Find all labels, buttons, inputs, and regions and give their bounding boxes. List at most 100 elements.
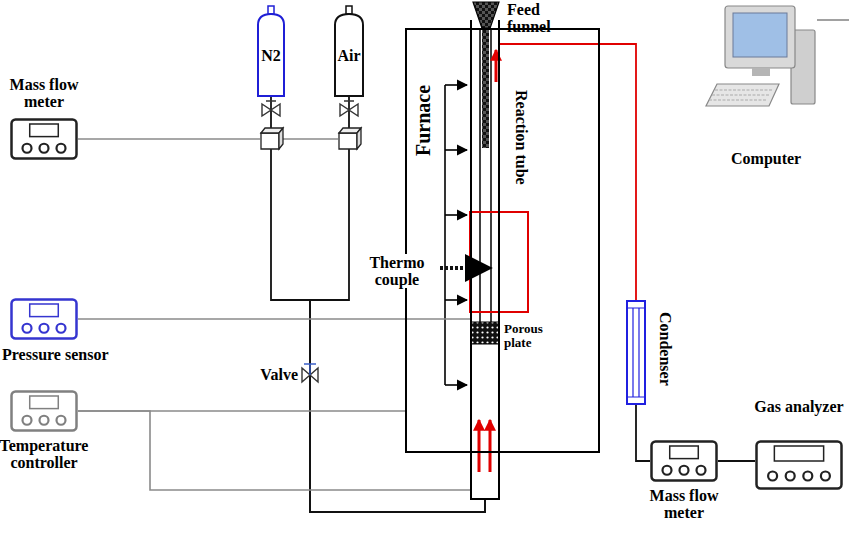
main-valve bbox=[302, 364, 318, 382]
flow-arrows bbox=[495, 50, 498, 82]
heating-arrows bbox=[445, 84, 467, 86]
instrument-box-outline bbox=[786, 472, 795, 481]
pipe-connector bbox=[78, 411, 470, 490]
instrument-box-outline bbox=[774, 446, 823, 461]
node-label: Computer bbox=[731, 150, 801, 167]
flow-arrows bbox=[479, 50, 496, 472]
signal-wire bbox=[817, 19, 849, 21]
instrument-box: Gas analyzer bbox=[755, 440, 843, 490]
computer-icon-outline bbox=[706, 84, 779, 106]
reaction-tube-outline bbox=[471, 20, 499, 499]
instrument-box-outline bbox=[23, 324, 32, 333]
gas-cylinder-outline bbox=[346, 6, 352, 14]
heating-arrows bbox=[445, 299, 467, 301]
node-label: Furnace bbox=[412, 85, 434, 156]
computer-icon: Computer bbox=[705, 2, 817, 124]
instrument-box-outline bbox=[650, 440, 718, 482]
gas-cylinder-outline bbox=[268, 6, 274, 14]
node-label: Temperature controller bbox=[0, 437, 99, 471]
flow-controller-block bbox=[261, 133, 279, 149]
computer-icon-outline bbox=[712, 95, 770, 96]
flow-controller-block bbox=[357, 128, 361, 149]
instrument-box-outline bbox=[652, 442, 717, 481]
pipe-connector bbox=[310, 97, 485, 512]
node-label: Pressure sensor bbox=[2, 346, 109, 363]
furnace-box-outline bbox=[405, 28, 600, 453]
computer-icon-outline bbox=[752, 68, 770, 76]
instrument-box: Temperature controller bbox=[10, 390, 78, 432]
instrument-box-outline bbox=[40, 324, 49, 333]
feed-funnel-outline bbox=[473, 2, 499, 28]
porous-plate bbox=[471, 322, 499, 344]
computer-icon-outline bbox=[715, 90, 773, 91]
instrument-box-outline bbox=[757, 442, 842, 489]
condenser-tube-outline bbox=[627, 308, 645, 397]
condenser-tube: Condenser bbox=[626, 300, 646, 405]
pipe-connector bbox=[636, 405, 650, 461]
instrument-box-outline bbox=[12, 120, 77, 159]
instrument-box-outline bbox=[57, 144, 66, 153]
instrument-box-outline bbox=[23, 144, 32, 153]
feed-funnel: Feed funnel bbox=[473, 2, 499, 28]
gas-cylinder: Air bbox=[333, 5, 365, 97]
pipe-connector bbox=[78, 318, 470, 320]
flow-arrows bbox=[489, 420, 492, 472]
part-label: Porous plate bbox=[504, 322, 554, 350]
reaction-tube-outline bbox=[470, 20, 500, 500]
node-label: N2 bbox=[261, 47, 281, 64]
heating-arrows bbox=[445, 149, 467, 151]
flow-controller-block bbox=[261, 128, 361, 149]
thermocouple bbox=[440, 266, 490, 270]
gas-valve bbox=[262, 101, 358, 116]
pipe-connector bbox=[718, 460, 755, 462]
instrument-box-outline bbox=[697, 466, 706, 475]
heating-arrows bbox=[445, 214, 467, 216]
instrument-box: Mass flow meter bbox=[10, 118, 78, 160]
reaction-tube: Reaction tube bbox=[470, 20, 500, 500]
node-label: Gas analyzer bbox=[749, 398, 849, 415]
instrument-box-outline bbox=[40, 416, 49, 425]
gas-valve bbox=[344, 101, 354, 110]
instrument-box-outline bbox=[670, 446, 699, 459]
feed-funnel-outline bbox=[473, 2, 499, 28]
instrument-box-outline bbox=[10, 298, 78, 340]
instrument-box-outline bbox=[663, 466, 672, 475]
node-label: Mass flow meter bbox=[634, 487, 734, 521]
heating-arrows bbox=[445, 384, 467, 386]
heating-arrows bbox=[444, 85, 446, 385]
heating-arrows bbox=[445, 85, 467, 385]
instrument-box-outline bbox=[30, 396, 59, 409]
instrument-box-outline bbox=[680, 466, 689, 475]
gas-cylinder-outline bbox=[335, 14, 363, 96]
instrument-box-outline bbox=[755, 440, 843, 490]
instrument-box-outline bbox=[10, 390, 78, 432]
instrument-box-outline bbox=[12, 392, 77, 431]
instrument-box: Pressure sensor bbox=[10, 298, 78, 340]
pipe-connector bbox=[271, 97, 485, 512]
main-valve bbox=[304, 364, 316, 375]
instrument-box-outline bbox=[10, 118, 78, 160]
instrument-box: Mass flow meter bbox=[650, 440, 718, 482]
feed-tube bbox=[482, 28, 489, 148]
instrument-box-outline bbox=[12, 300, 77, 339]
part-label: Valve bbox=[248, 366, 298, 383]
node-label: Condenser bbox=[657, 312, 674, 386]
node-label: Air bbox=[337, 47, 360, 64]
condenser-tube-outline bbox=[627, 301, 645, 404]
part-label: Thermo couple bbox=[364, 254, 430, 288]
node-label: Mass flow meter bbox=[0, 76, 89, 110]
instrument-box-outline bbox=[40, 144, 49, 153]
instrument-box-outline bbox=[821, 472, 830, 481]
instrument-box-outline bbox=[30, 304, 59, 317]
signal-wire bbox=[78, 138, 338, 140]
gas-valve bbox=[266, 101, 276, 110]
computer-icon-outline bbox=[733, 13, 787, 57]
instrument-box-outline bbox=[23, 416, 32, 425]
computer-icon-outline bbox=[725, 6, 795, 68]
pipe-connector bbox=[500, 44, 636, 300]
computer-icon-outline bbox=[705, 2, 817, 124]
gas-cylinder: N2 bbox=[256, 5, 286, 97]
furnace-box: Reaction tubeFurnace bbox=[405, 28, 600, 453]
condenser-tube-outline bbox=[626, 300, 646, 405]
